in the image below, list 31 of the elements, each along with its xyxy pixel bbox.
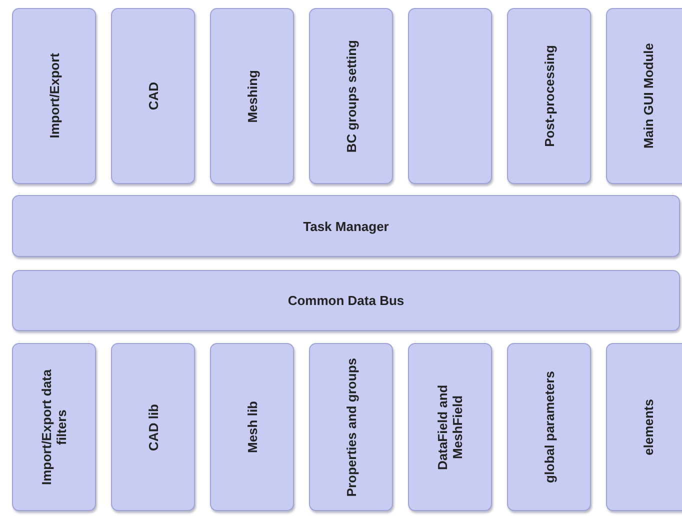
module-label: Mesh lib xyxy=(244,400,260,453)
module-box xyxy=(309,343,393,511)
module-box xyxy=(408,343,492,511)
module-box xyxy=(12,343,96,511)
module-label: Main GUI Module xyxy=(640,43,656,149)
module-label: Import/Export data filters xyxy=(39,368,69,487)
module-box xyxy=(606,343,682,511)
module-box xyxy=(606,8,682,184)
module-box xyxy=(507,8,591,184)
module-label: Meshing xyxy=(244,70,260,122)
module-label: CAD lib xyxy=(146,404,160,450)
module-box xyxy=(309,8,393,184)
layer-label: Task Manager xyxy=(303,218,389,234)
module-box xyxy=(210,343,294,511)
module-label: elements xyxy=(640,398,656,456)
module-label: Import/Export xyxy=(46,53,62,139)
module-label: Post-processing xyxy=(542,45,556,147)
module-label: Properties and groups xyxy=(344,358,358,496)
module-label: DataField and MeshField xyxy=(435,383,465,472)
layer-bar xyxy=(12,195,680,257)
module-label: CAD xyxy=(146,82,160,110)
module-box xyxy=(111,8,195,184)
layer-label: Common Data Bus xyxy=(288,293,404,308)
module-box xyxy=(507,343,591,511)
module-label: BC groups setting xyxy=(344,40,358,152)
module-box xyxy=(210,8,294,184)
module-box xyxy=(12,8,96,184)
layer-bar xyxy=(12,270,680,331)
module-box xyxy=(408,8,492,184)
module-box xyxy=(111,343,195,511)
module-label: global parameters xyxy=(542,371,556,483)
